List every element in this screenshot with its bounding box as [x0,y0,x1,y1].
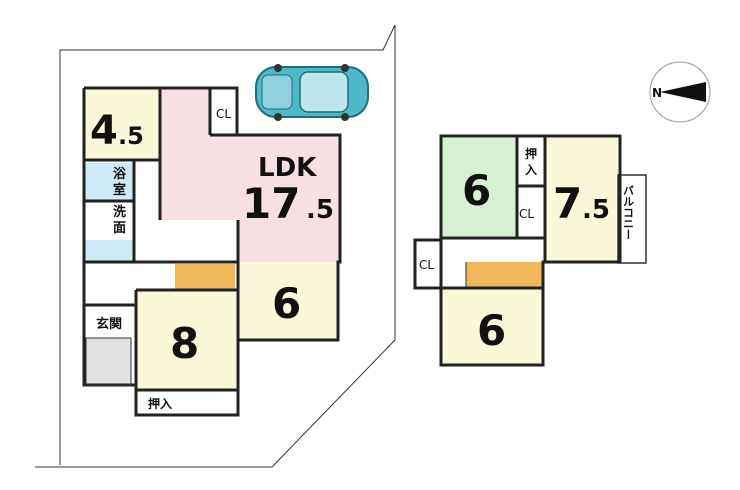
room-4-5-decimal: .5 [118,122,144,150]
porch-fill [86,338,131,385]
room-7-5-label: 7 [553,179,582,228]
storage-2f-label-2: 入 [525,163,537,177]
floor2-outer-wall [439,134,622,367]
ldk-size-decimal: .5 [306,195,334,225]
room-8-fill [136,290,236,390]
bath-label-1: 浴 [113,166,127,182]
room-4-5-fill [84,88,160,160]
compass-icon [649,61,711,123]
site-boundary [35,24,396,468]
toilet-fill [84,240,134,262]
bath-label-2: 室 [113,182,126,198]
wash-label-2: 面 [113,221,126,236]
stairs-2f [466,262,542,288]
bath-fill [84,163,134,201]
room-7-5-fill [545,138,618,262]
room-7-5-decimal: .5 [582,195,610,225]
room-6a-label: 6 [272,279,301,328]
balcony-label: バルコニー [622,185,635,240]
room-8-label: 8 [170,319,199,368]
wash-label-1: 洗 [113,204,126,220]
closet-2f-b-label: CL [419,258,434,272]
stairs-1f [175,264,235,290]
room-4-5-label: 4 [90,108,118,154]
storage-2f-label-1: 押 [525,146,537,161]
room-6b-fill [441,288,543,364]
ldk-fill [160,88,340,262]
washitsu-label: 6 [462,166,491,215]
car-icon [255,64,369,121]
ldk-size: 17 [242,179,300,228]
closet-1f-label: CL [216,107,231,121]
closet-2f-a-label: CL [519,207,534,221]
ldk-label: LDK [258,153,317,183]
entrance-label: 玄関 [96,316,122,332]
balcony-box [617,174,647,264]
room-6a-fill [238,262,338,340]
room-6b-label: 6 [477,306,506,355]
storage-1f-label: 押入 [148,396,172,411]
closet-2f-left [413,238,443,290]
washitsu-fill [441,138,517,236]
compass-label: N [652,86,662,100]
